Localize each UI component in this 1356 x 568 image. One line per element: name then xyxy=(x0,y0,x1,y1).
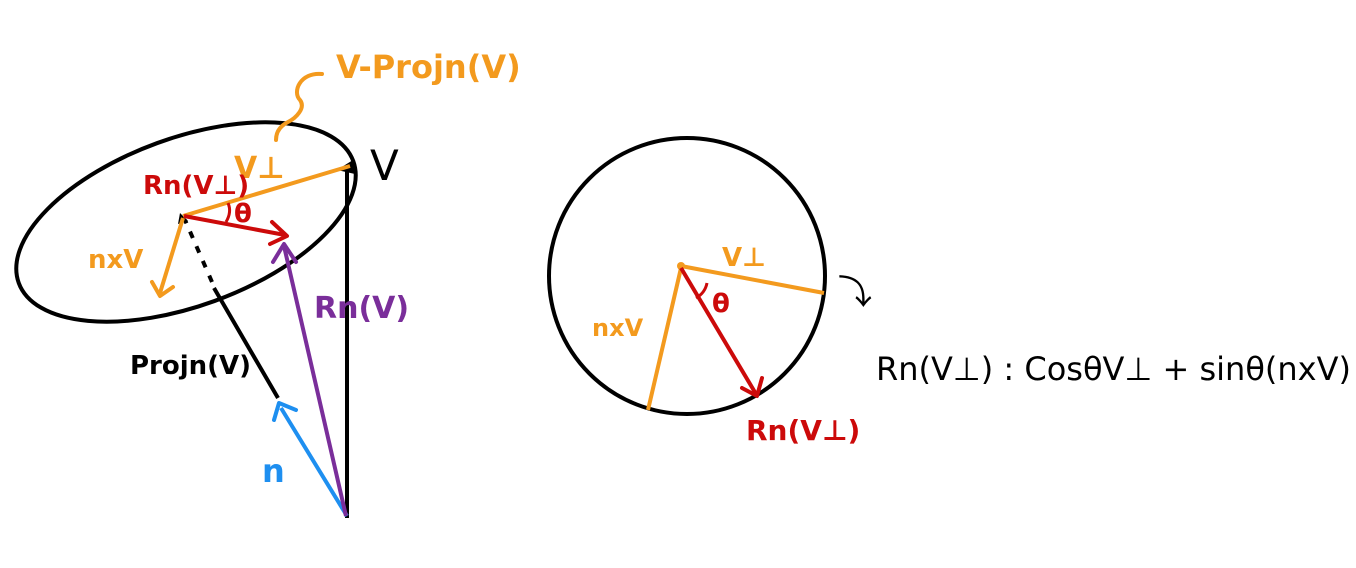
label-n-cross-v-right: nxV xyxy=(592,314,644,342)
label-arrow: ⤵ xyxy=(838,273,872,313)
label-theta-left: θ xyxy=(234,199,252,229)
label-v-perp-left: V⊥ xyxy=(234,151,285,186)
rotation-circle xyxy=(547,136,827,416)
label-v-minus-proj: V-Projn(V) xyxy=(336,48,521,86)
label-rn-v: Rn(V) xyxy=(314,291,409,326)
n-cross-v-vector-line xyxy=(158,217,185,294)
label-rn-v-perp-left: Rn(V⊥) xyxy=(143,171,249,201)
label-pointer-squiggle xyxy=(274,71,324,142)
rotation-disk-ellipse xyxy=(14,120,358,324)
n-vector-line xyxy=(279,406,349,518)
label-n: n xyxy=(262,452,285,490)
v-perp-radius xyxy=(680,264,825,295)
theta-arc-left xyxy=(224,202,232,223)
rn-v-perp-arrowhead xyxy=(268,220,289,246)
label-proj: Projn(V) xyxy=(130,351,251,381)
n-arrowhead xyxy=(272,401,298,422)
rn-v-arrowhead xyxy=(271,242,298,264)
rn-v-perp-radius xyxy=(679,266,758,396)
label-theta-right: θ xyxy=(712,289,730,319)
label-v-perp-right: V⊥ xyxy=(722,243,766,273)
theta-arc-right xyxy=(695,282,709,300)
label-n-cross-v-left: nxV xyxy=(88,245,143,275)
n-cross-v-radius xyxy=(646,267,683,411)
proj-dashed-line xyxy=(183,219,214,283)
label-rn-v-perp-right: Rn(V⊥) xyxy=(746,414,860,447)
rotation-formula: Rn(V⊥) : CosθV⊥ + sinθ(nxV) xyxy=(876,350,1351,388)
v-perp-line xyxy=(182,164,351,218)
rn-v-vector-line xyxy=(282,245,348,517)
rn-v-perp-radius-arrowhead xyxy=(740,376,764,398)
rn-v-perp-vector-line xyxy=(183,214,286,237)
n-cross-v-arrowhead xyxy=(150,280,175,298)
label-v: V xyxy=(370,141,399,190)
proj-line xyxy=(212,286,280,400)
